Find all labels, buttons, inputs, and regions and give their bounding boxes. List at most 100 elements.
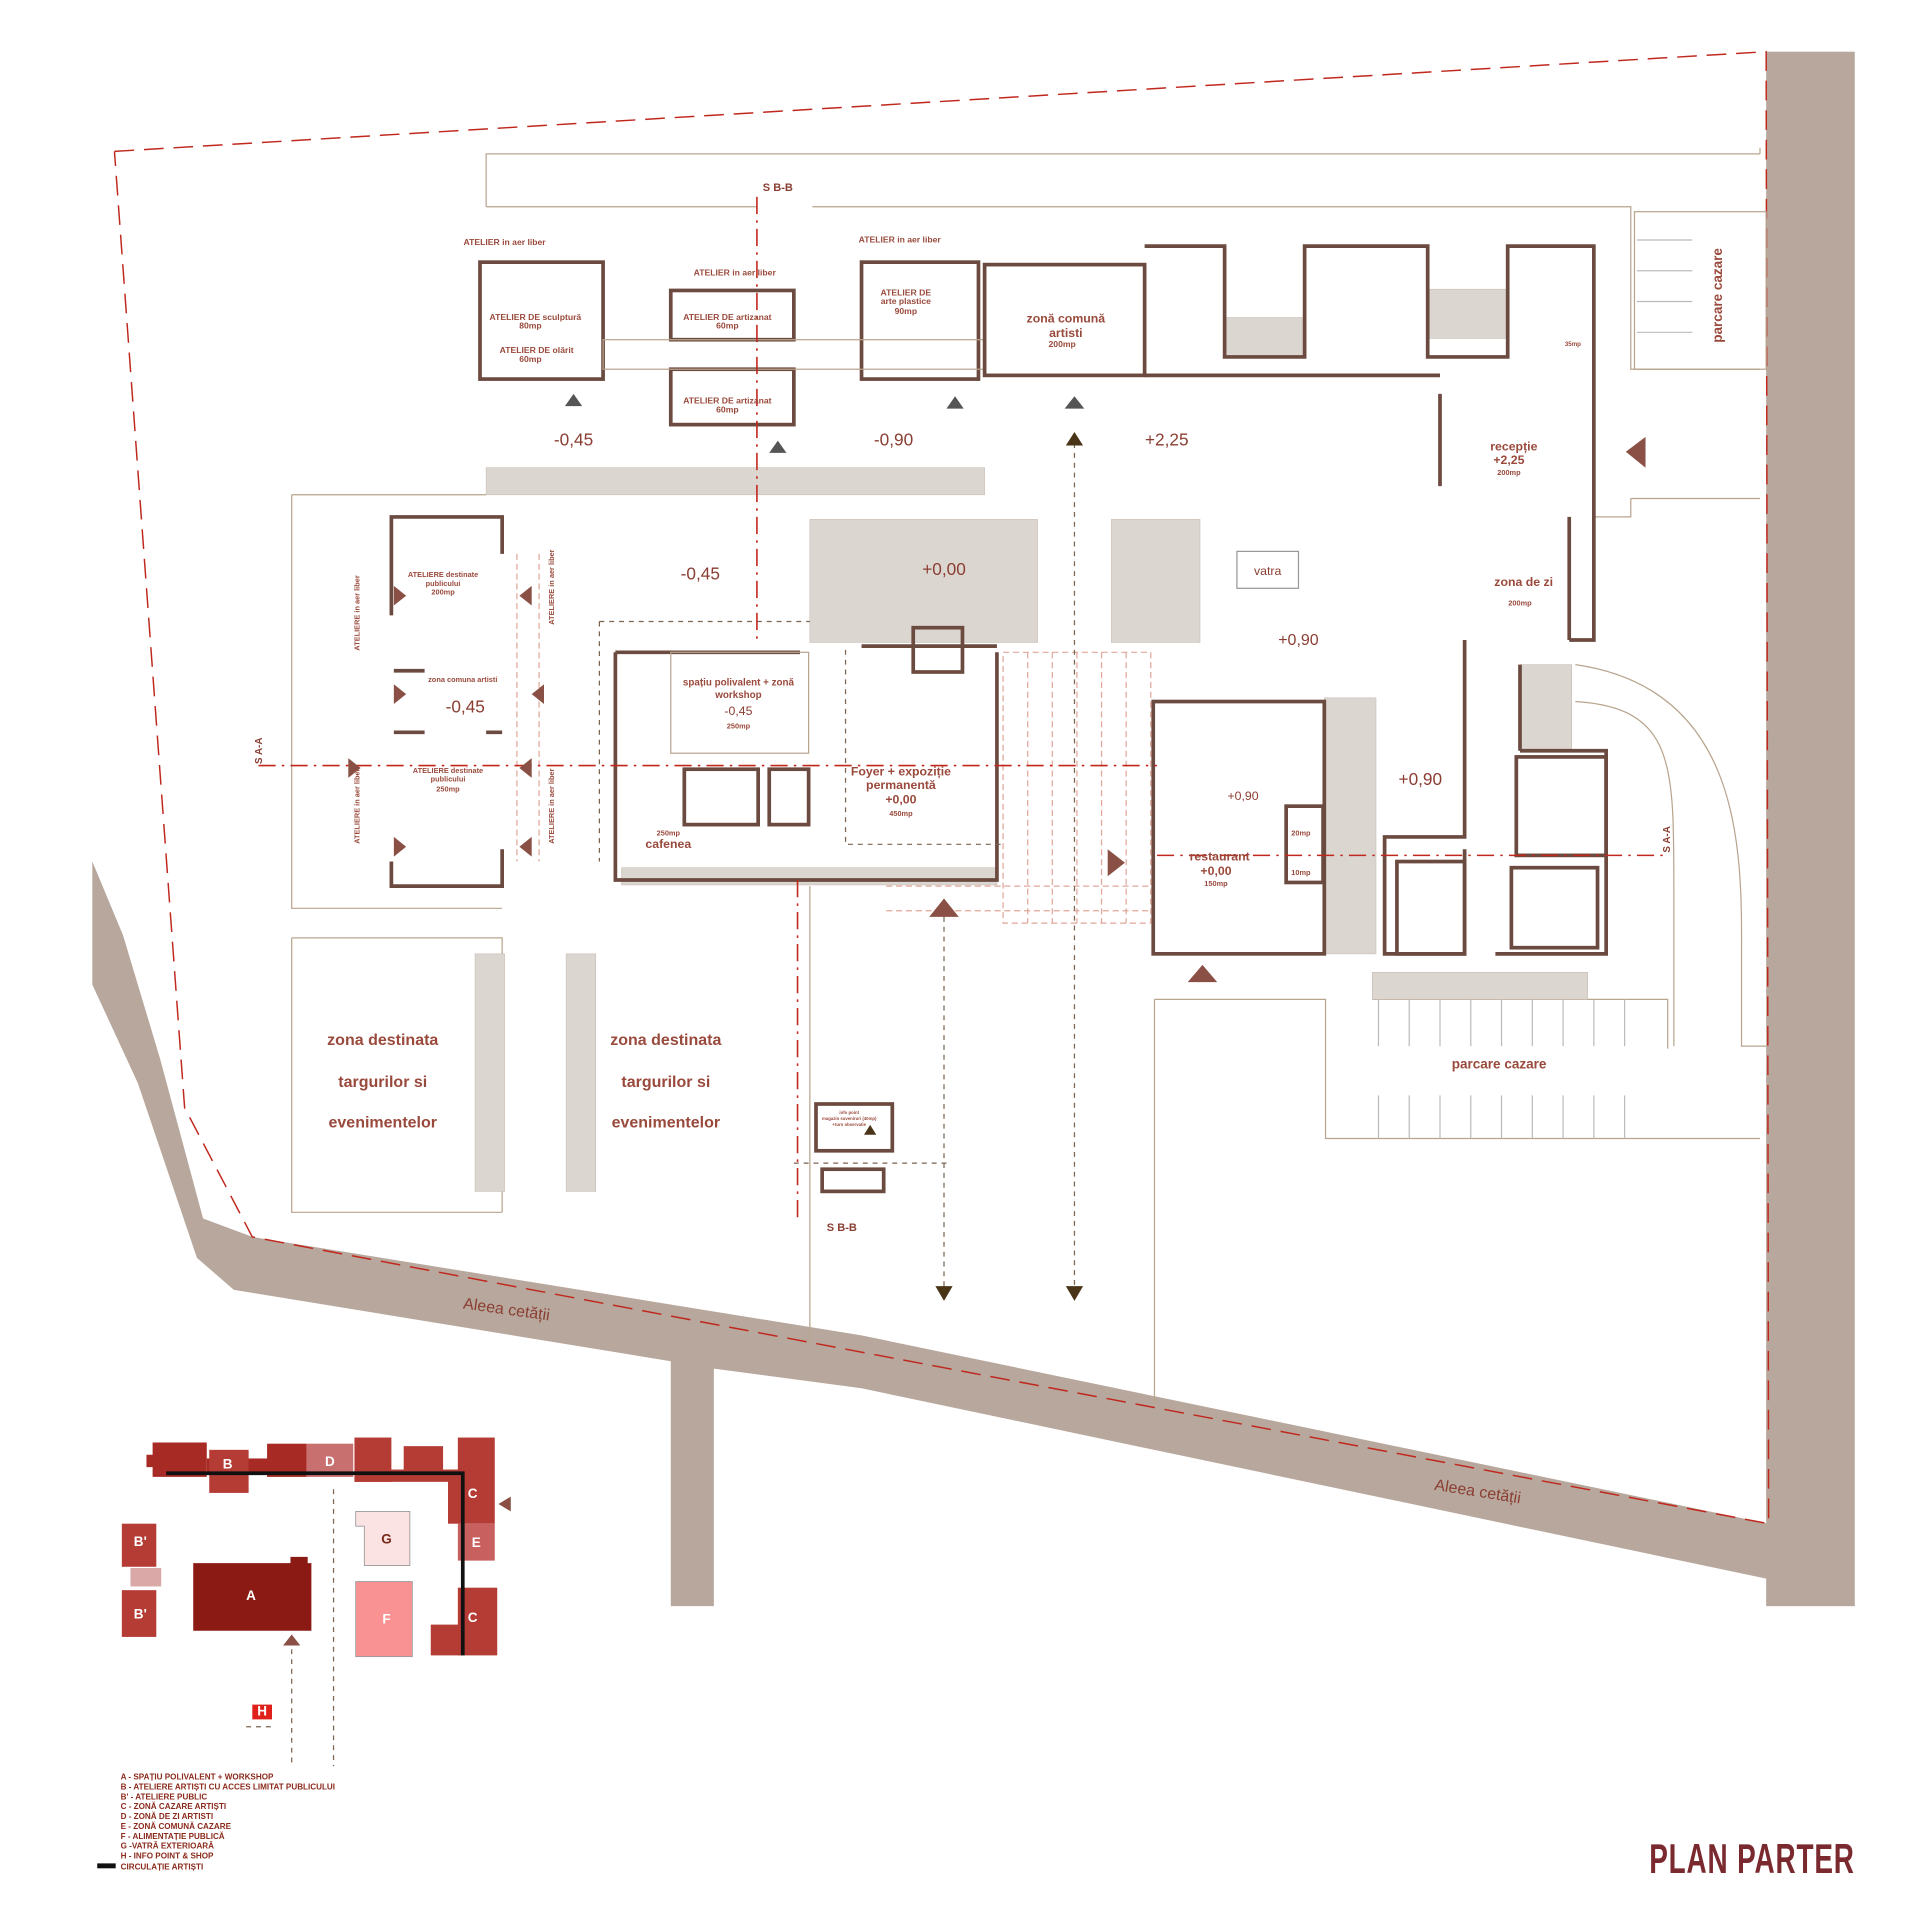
room-label: ATELIERE in aer liber [547,768,556,843]
public-workshops-labels: ATELIERE destinate publicului 200mp zona… [352,549,555,843]
courtyard-labels: +0,00 -0,45 vatra +0,90 [681,550,1319,649]
info-point-label: info point [839,1110,859,1115]
room-area: 250mp [727,722,751,731]
level-mark: -0,45 [554,430,593,450]
room-label: artisti [1049,326,1083,340]
room-area: 60mp [716,404,739,414]
room-area: 200mp [1497,468,1521,477]
section-aa-marker: S A-A [1662,826,1673,852]
key-map: B D C E C B' B' A G F H [121,1437,511,1767]
top-wing-labels: ATELIER in aer liber ATELIER in aer libe… [464,234,1189,449]
legend-item: A - SPAȚIU POLIVALENT + WORKSHOP [121,1773,274,1782]
level-mark: +2,25 [1145,430,1189,450]
room-label: ATELIER DE sculptură [490,312,582,322]
legend-item: F - ALIMENTAȚIE PUBLICĂ [121,1832,225,1841]
atelier-sculpture-pottery [478,260,605,381]
room-label: ATELIER DE [881,287,932,297]
east-wing-labels: recepție +2,25 200mp zona de zi 200mp 35… [1399,248,1725,1072]
room-label: ATELIER in aer liber [694,268,777,278]
legend-item: B - ATELIERE ARTIȘTI CU ACCES LIMITAT PU… [121,1783,335,1792]
zone-label: evenimentelor [329,1114,437,1131]
level-mark: +0,90 [1278,632,1319,649]
artist-circulation-line [166,1471,465,1656]
room-area: 150mp [1204,879,1228,888]
zone-label: targurilor si [338,1074,427,1091]
common-area-artists [982,262,1147,378]
zone-label: zona destinata [327,1032,438,1049]
room-area: 20mp [1291,829,1311,838]
room-label: ATELIERE destinate [413,766,483,775]
legend-item: D - ZONĂ DE ZI ARTISTI [121,1812,214,1821]
room-area: 200mp [1049,339,1076,349]
roads: Aleea cetății Aleea cetății [92,51,1855,1607]
plan-title: PLAN PARTER [1649,1835,1855,1882]
legend-item: H - INFO POINT & SHOP [121,1851,214,1860]
level-mark: +0,90 [1399,769,1443,789]
fair-zones: zona destinata targurilor si evenimentel… [327,1032,721,1131]
room-area: 450mp [889,809,913,818]
hearth-label: vatra [1254,564,1281,578]
info-point-building [814,1102,895,1153]
room-area: 10mp [1291,868,1311,877]
level-mark: -0,45 [446,697,485,717]
room-label: ATELIERE in aer liber [547,549,556,624]
level-mark: +0,90 [1228,789,1259,803]
room-label: recepție [1490,439,1537,453]
room-label: ATELIERE destinate [408,570,478,579]
room-area: 60mp [519,354,542,364]
room-area: 200mp [1508,599,1532,608]
room-label: zona de zi [1494,575,1553,589]
info-point-labels: info point magazin suveniruri (40mp) +tu… [822,1110,877,1135]
circulation-arrows [793,432,1084,1301]
property-boundary [113,50,1770,1525]
arrow-down-icon [935,1286,953,1301]
room-area: 250mp [436,784,460,793]
room-label: spațiu polivalent + zonă [683,678,795,689]
key-label: H [257,1704,267,1719]
room-area: 90mp [895,306,918,316]
room-label: ATELIERE in aer liber [352,768,361,843]
info-point-label: +turn observatie [832,1122,866,1127]
legend-line-swatch [97,1863,116,1869]
parking-stalls [1377,239,1693,1139]
room-label: cafenea [645,837,691,851]
level-mark: +2,25 [1493,453,1524,467]
legend-item: E - ZONĂ COMUNĂ CAZARE [121,1822,232,1831]
room-area: 60mp [716,321,739,331]
key-label: B' [134,1534,147,1549]
room-label: ATELIER DE artizanat [683,396,771,406]
zone-label: targurilor si [621,1074,710,1091]
main-building-labels: spațiu polivalent + zonă workshop -0,45 … [645,678,951,851]
room-label: publicului [431,775,466,784]
key-label: C [468,1486,478,1501]
section-bb-marker: S B-B [827,1222,857,1234]
level-mark: +0,00 [922,559,966,579]
key-label: E [472,1535,481,1550]
room-label: arte plastice [881,296,931,306]
legend-item: G -VATRĂ EXTERIOARĂ [121,1842,215,1851]
level-mark: +0,00 [1200,864,1231,878]
parking-label: parcare cazare [1710,248,1725,343]
info-point-label: magazin suveniruri (40mp) [822,1116,877,1121]
room-label: Foyer + expoziție [851,764,951,778]
level-mark: -0,90 [874,430,913,450]
arrow-up-icon [864,1124,877,1135]
hearth [1236,550,1300,589]
key-label: C [468,1610,478,1625]
room-label: ATELIER DE olărit [500,345,574,355]
planting-areas [474,288,1588,1192]
room-label: permanentă [866,778,936,792]
atelier-arts [859,260,981,381]
legend-item: CIRCULAȚIE ARTIȘTI [121,1863,204,1872]
zone-label: evenimentelor [612,1114,720,1131]
legend-item: C - ZONĂ CAZARE ARTIȘTI [121,1802,227,1811]
arrow-down-icon [1065,1286,1084,1301]
site-outlines [291,147,1767,1404]
key-label: G [381,1531,392,1546]
level-mark: -0,45 [724,704,752,718]
key-label: B [223,1456,233,1471]
legend: A - SPAȚIU POLIVALENT + WORKSHOP B - ATE… [97,1773,335,1872]
room-label: ATELIER in aer liber [464,237,547,247]
room-label: workshop [714,690,761,701]
